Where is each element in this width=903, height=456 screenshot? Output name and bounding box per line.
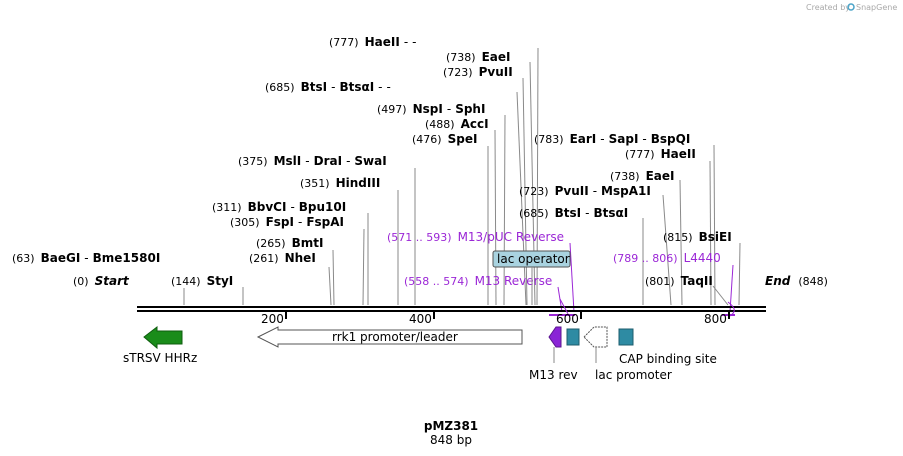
site-label-723: (723)PvuII-MspA1I bbox=[519, 184, 651, 198]
snapgene-logo-icon bbox=[847, 3, 855, 11]
site-label-476: (476)SpeI bbox=[412, 132, 477, 146]
plasmid-length: 848 bp bbox=[430, 433, 472, 447]
site-label-305: (305)FspI-FspAI bbox=[230, 215, 344, 229]
site-label-527: (685)BtsI-BtsαI-- bbox=[265, 80, 391, 94]
site-label-351: (351)HindIII bbox=[300, 176, 380, 190]
credit-brand: SnapGene bbox=[856, 3, 897, 12]
site-label-815: (815)BsiEI bbox=[663, 230, 732, 244]
site-label-63: (63)BaeGI-Bme1580I bbox=[12, 251, 160, 265]
cut-site-lines bbox=[183, 47, 741, 306]
lac-operator-feature bbox=[566, 328, 580, 346]
cap-binding-site-label: CAP binding site bbox=[619, 352, 717, 366]
strsv-hhrz-arrow bbox=[143, 325, 183, 350]
start-label: (0)Start bbox=[73, 274, 130, 288]
credit-prefix: Created by bbox=[806, 3, 850, 12]
ruler-label-600: 600 bbox=[556, 312, 579, 326]
site-label-801: (801)TaqII bbox=[645, 274, 713, 288]
ruler-label-200: 200 bbox=[261, 312, 284, 326]
site-label-542: (777)HaeII-- bbox=[329, 35, 417, 49]
m13-rev-arrow bbox=[548, 326, 562, 348]
plasmid-name: pMZ381 bbox=[424, 419, 478, 433]
ruler-ticks bbox=[285, 312, 730, 319]
rrk1-promoter-arrow bbox=[256, 326, 523, 348]
rrk1-promoter-label: rrk1 promoter/leader bbox=[332, 330, 458, 344]
end-label: End(848) bbox=[765, 274, 828, 288]
lac-operator-label: lac operator bbox=[497, 252, 570, 266]
site-label-144: (144)StyI bbox=[171, 274, 233, 288]
ruler-label-800: 800 bbox=[704, 312, 727, 326]
ruler-label-400: 400 bbox=[409, 312, 432, 326]
lac-promoter-arrow bbox=[583, 326, 608, 348]
site-label-783: (783)EarI-SapI-BspQI bbox=[534, 132, 690, 146]
site-label-375: (375)MslI-DraI-SwaI bbox=[238, 154, 387, 168]
primer-label-l4440: (789 .. 806)L4440 bbox=[613, 251, 721, 265]
site-label-529: (723)PvuII bbox=[443, 65, 513, 79]
site-label-265: (265)BmtI bbox=[256, 236, 323, 250]
site-label-540: (738)EaeI bbox=[446, 50, 511, 64]
site-label-261: (261)NheI bbox=[249, 251, 316, 265]
lac-promoter-label: lac promoter bbox=[595, 368, 672, 382]
site-label-497: (497)NspI-SphI bbox=[377, 102, 485, 116]
site-labels: (777)HaeII-- (738)EaeI (723)PvuII (685)B… bbox=[12, 35, 732, 288]
site-label-311: (311)BbvCI-Bpu10I bbox=[212, 200, 346, 214]
primer-label-m13-puc-reverse: (571 .. 593)M13/pUC Reverse bbox=[387, 230, 564, 244]
primer-label-m13-reverse: (558 .. 574)M13 Reverse bbox=[404, 274, 552, 288]
site-label-777: (777)HaeII bbox=[625, 147, 696, 161]
strsv-hhrz-label: sTRSV HHRz bbox=[123, 351, 197, 365]
site-label-685: (685)BtsI-BtsαI bbox=[519, 206, 628, 220]
m13-rev-label: M13 rev bbox=[529, 368, 578, 382]
cap-binding-site-feature bbox=[618, 328, 634, 346]
site-label-738: (738)EaeI bbox=[610, 169, 675, 183]
site-label-488: (488)AccI bbox=[425, 117, 489, 131]
